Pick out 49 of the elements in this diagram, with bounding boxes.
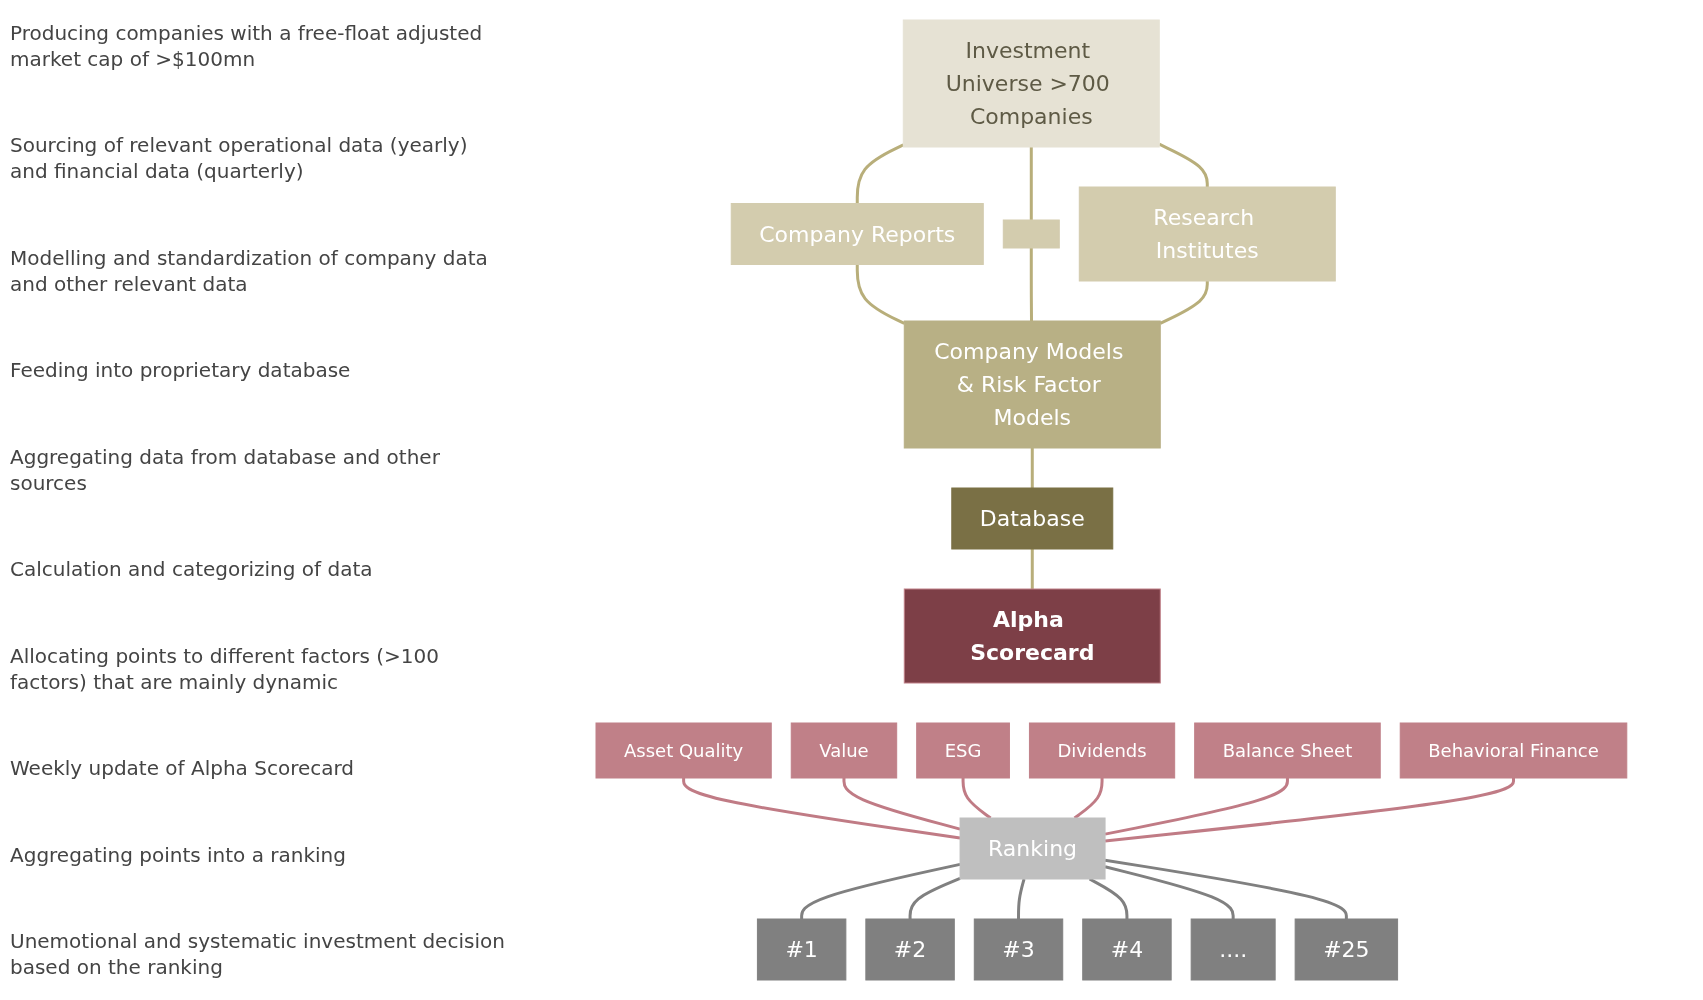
- node-box: #25: [1294, 918, 1399, 981]
- node-box: Value: [790, 722, 898, 779]
- node-box: Behavioral Finance: [1399, 722, 1628, 779]
- node-box: Alpha Scorecard: [903, 588, 1161, 684]
- step-description: Allocating points to different factors (>100 factors) that are mainly dynamic: [10, 642, 441, 695]
- node-box: #1: [757, 918, 847, 981]
- connector: [842, 778, 961, 831]
- connector: [961, 778, 992, 820]
- node-box: [1002, 219, 1060, 249]
- connector: [1029, 147, 1033, 220]
- step-description: Unemotional and systematic investment decision based on the ranking: [10, 927, 506, 980]
- connector: [682, 778, 961, 840]
- node-box: ESG: [916, 722, 1011, 779]
- node-box: Asset Quality: [595, 722, 772, 779]
- connector: [1158, 142, 1209, 187]
- connector: [855, 143, 905, 204]
- connector: [1029, 248, 1034, 321]
- connector: [1017, 878, 1026, 919]
- connector: [1030, 448, 1034, 488]
- node-box: Company Reports: [730, 203, 984, 265]
- step-description: Weekly update of Alpha Scorecard: [10, 755, 356, 782]
- connector: [1104, 865, 1235, 919]
- connector: [1030, 549, 1034, 589]
- connector: [1104, 778, 1290, 836]
- step-description: Calculation and categorizing of data: [10, 556, 374, 583]
- node-box: Database: [951, 487, 1114, 550]
- connector: [1104, 858, 1348, 919]
- node-box: Investment Universe >700 Companies: [902, 19, 1160, 148]
- connector: [800, 862, 961, 919]
- node-box: Dividends: [1029, 722, 1176, 779]
- connector: [1073, 778, 1104, 820]
- node-box: #2: [865, 918, 955, 981]
- step-description: Aggregating points into a ranking: [10, 841, 347, 868]
- node-box: Company Models & Risk Factor Models: [903, 320, 1161, 449]
- connector: [1159, 281, 1209, 325]
- step-description: Modelling and standardization of company data and other relevant data: [10, 244, 489, 297]
- node-box: ....: [1190, 918, 1276, 981]
- step-description: Aggregating data from database and other sources: [10, 443, 441, 496]
- connector: [855, 264, 906, 325]
- connector: [1105, 777, 1516, 843]
- node-box: Ranking: [959, 817, 1106, 880]
- step-description: Sourcing of relevant operational data (yearly) and financial data (quarterly): [10, 132, 469, 185]
- node-box: #4: [1082, 918, 1172, 981]
- step-description: Producing companies with a free-float adjusted market cap of >$100mn: [10, 20, 484, 72]
- node-box: Research Institutes: [1078, 186, 1336, 282]
- step-description: Feeding into proprietary database: [10, 357, 352, 384]
- node-box: Balance Sheet: [1194, 722, 1381, 779]
- node-box: #3: [973, 918, 1064, 981]
- connector: [908, 877, 961, 919]
